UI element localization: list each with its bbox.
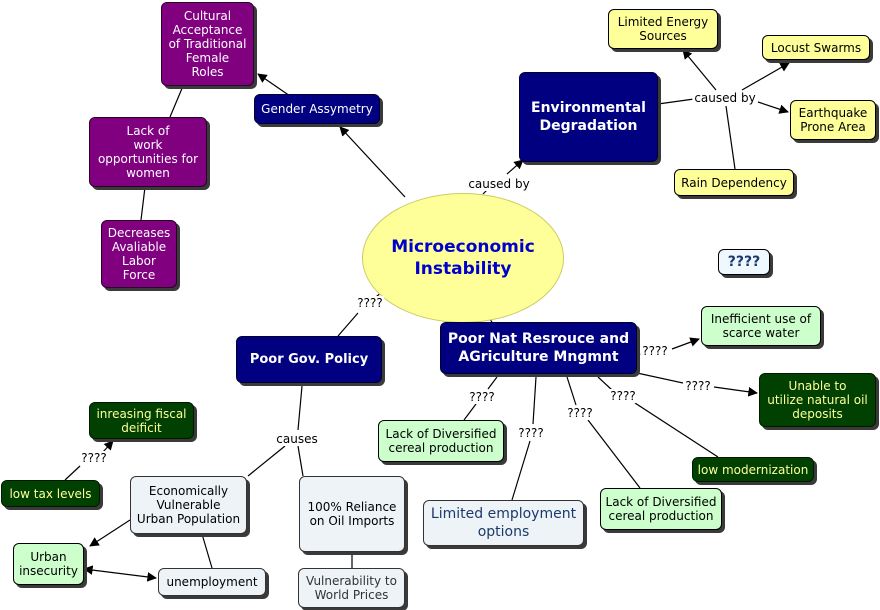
edge-qwater-water xyxy=(671,337,700,350)
edge-poornat-qoil xyxy=(636,372,684,384)
locust-swarms-node[interactable]: Locust Swarms xyxy=(762,35,870,60)
edge-lackwork-decreases xyxy=(140,186,146,221)
edge-label-q-tax: ???? xyxy=(79,451,109,465)
edge-label-q-water: ???? xyxy=(640,344,670,358)
edge-econ-urban xyxy=(89,519,131,547)
limited-energy-node[interactable]: Limited Energy Sources xyxy=(608,9,718,49)
microeconomic-instability-node[interactable]: Microeconomic Instability xyxy=(362,193,564,323)
edge-qoil-oil xyxy=(713,386,758,397)
edge-qlimited-limited xyxy=(511,440,531,501)
edge-env-hub xyxy=(657,98,695,105)
edge-poornat-qlack2 xyxy=(566,376,577,406)
edge-hub-energy xyxy=(682,49,717,91)
edge-center-gender xyxy=(339,126,406,198)
cultural-acceptance-node[interactable]: Cultural Acceptance of Traditional Femal… xyxy=(161,2,254,86)
edge-poornat-qlimited xyxy=(532,376,537,425)
edge-hub-locust xyxy=(741,62,790,91)
edge-econ-unemployment xyxy=(201,533,213,569)
edge-urban-unemployment xyxy=(83,565,157,582)
unemployment-node[interactable]: unemployment xyxy=(158,568,266,596)
edge-label-q-gov: ???? xyxy=(355,296,385,310)
rain-dependency-node[interactable]: Rain Dependency xyxy=(674,169,794,196)
edge-env-arrow xyxy=(506,159,524,175)
lack-of-work-node[interactable]: Lack of work opportunities for women xyxy=(89,117,207,187)
economically-vulnerable-node[interactable]: Economically Vulnerable Urban Population xyxy=(130,476,247,534)
poor-nat-resource-node[interactable]: Poor Nat Resrouce and AGriculture Mngmnt xyxy=(440,322,637,374)
gender-assymetry-node[interactable]: Gender Assymetry xyxy=(254,94,380,124)
lack-diversified-cereal-node-2[interactable]: Lack of Diversified cereal production xyxy=(600,488,722,530)
earthquake-node[interactable]: Earthquake Prone Area xyxy=(790,100,876,140)
urban-insecurity-node[interactable]: Urban insecurity xyxy=(13,543,84,585)
edge-lowtax-qtax xyxy=(64,465,81,481)
low-tax-levels-node[interactable]: low tax levels xyxy=(1,480,100,507)
edge-label-q-limited: ???? xyxy=(516,426,546,440)
edge-label-q-lack2: ???? xyxy=(565,406,595,420)
edge-label-q-modern: ???? xyxy=(608,389,638,403)
low-modernization-node[interactable]: low modernization xyxy=(692,457,814,482)
fiscal-deficit-node[interactable]: inreasing fiscal deificit xyxy=(89,402,194,439)
edge-hub-earthquake xyxy=(757,101,789,114)
environmental-degradation-node[interactable]: Environmental Degradation xyxy=(519,72,658,162)
decreases-labor-force-node[interactable]: Decreases Avaliable Labor Force xyxy=(101,220,177,288)
edge-causes-oil xyxy=(297,445,304,477)
unknown-concept-node[interactable]: ???? xyxy=(718,249,770,275)
edge-qgov-poorgov xyxy=(337,312,359,337)
edge-label-causes: causes xyxy=(274,432,320,446)
edge-label-caused-by-right: caused by xyxy=(692,91,758,105)
edge-poornat-qmodern xyxy=(597,376,613,391)
edge-hub-rain xyxy=(725,105,736,170)
edge-label-caused-by-env: caused by xyxy=(466,177,532,191)
edge-cultural-lackwork xyxy=(169,85,184,118)
edge-qtax-fiscal xyxy=(102,440,114,453)
edge-qmodern-modern xyxy=(634,402,719,458)
edge-qlack1-lack1 xyxy=(463,403,477,421)
edge-poornat-qlack1 xyxy=(487,376,498,390)
lack-diversified-cereal-node-1[interactable]: Lack of Diversified cereal production xyxy=(378,420,504,462)
edge-causes-econ xyxy=(247,445,286,477)
poor-gov-policy-node[interactable]: Poor Gov. Policy xyxy=(236,336,382,383)
inefficient-water-node[interactable]: Inefficient use of scarce water xyxy=(701,306,821,346)
edge-gender-cultural xyxy=(257,73,291,97)
edge-label-q-lack1: ???? xyxy=(467,390,497,404)
edge-poorgov-causes xyxy=(297,385,303,431)
edge-label-q-oil: ???? xyxy=(683,379,713,393)
vulnerability-world-prices-node[interactable]: Vulnerability to World Prices xyxy=(298,568,405,608)
limited-employment-node[interactable]: Limited employment options xyxy=(423,500,584,546)
unable-oil-node[interactable]: Unable to utilize natural oil deposits xyxy=(759,373,876,427)
oil-imports-node[interactable]: 100% Reliance on Oil Imports xyxy=(299,476,405,552)
edge-qlack2-lack2 xyxy=(587,419,641,489)
